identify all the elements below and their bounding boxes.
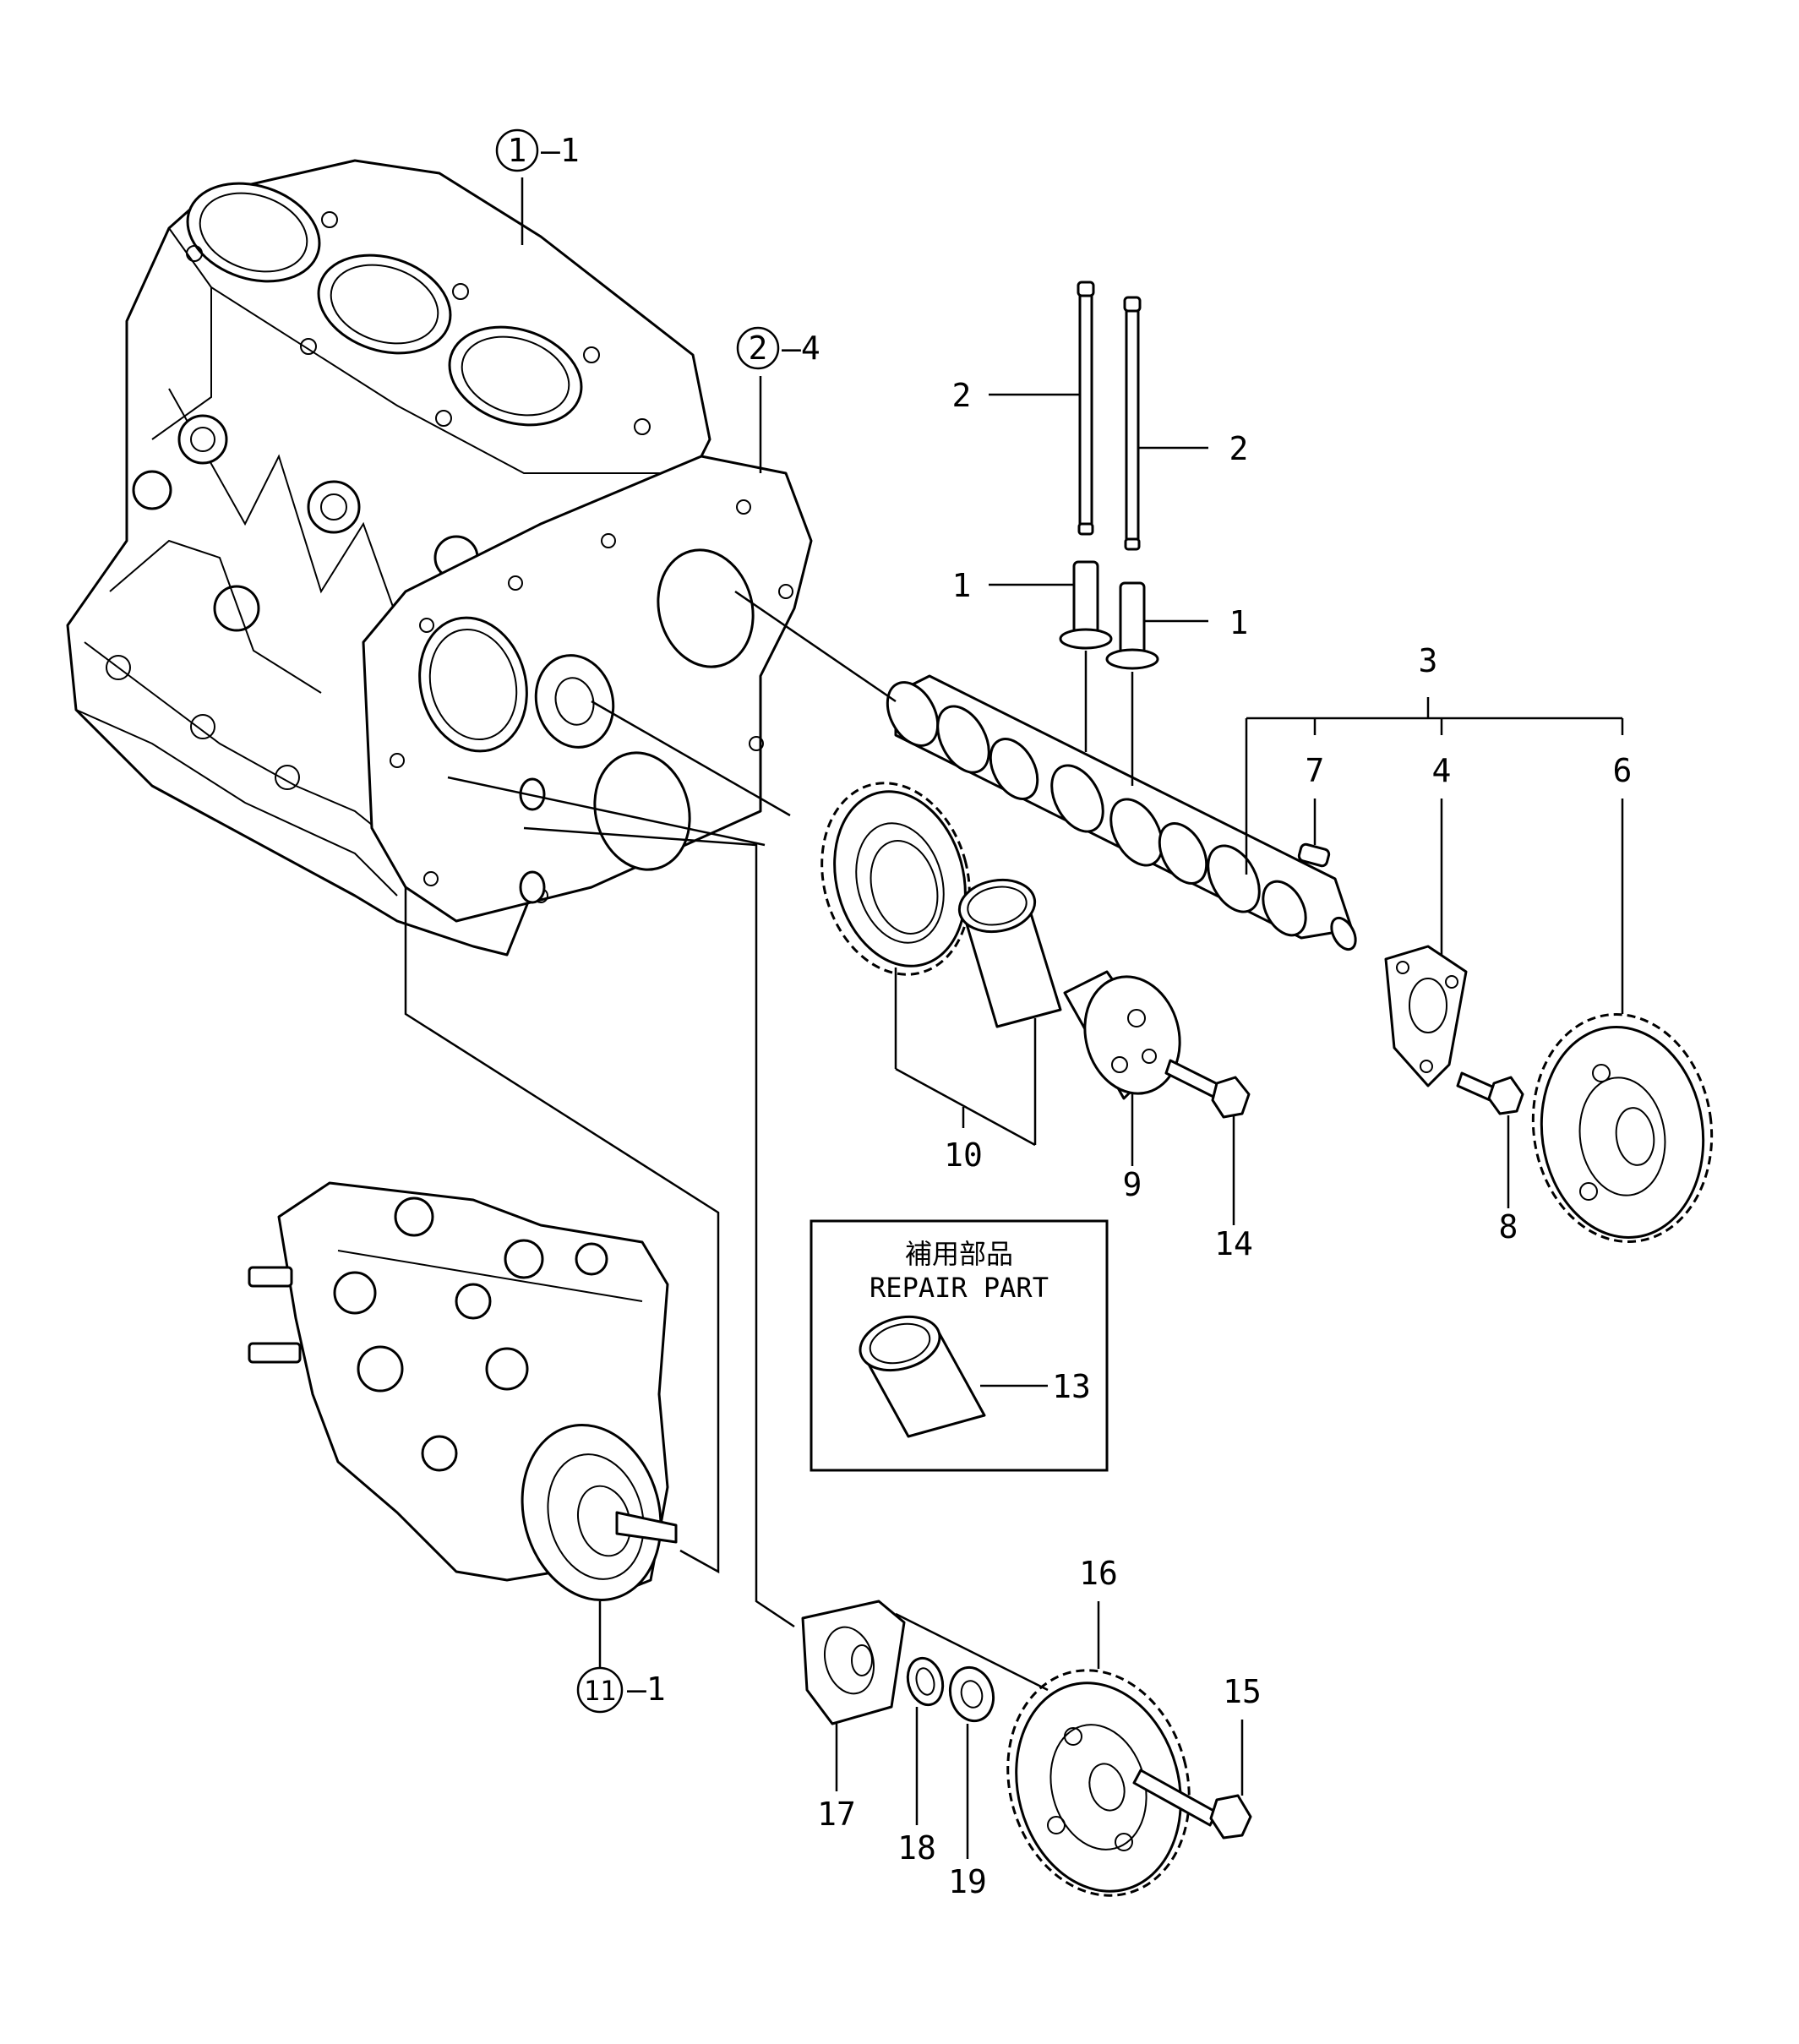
key[interactable] — [1297, 842, 1331, 868]
ref-2-number: 2 — [749, 330, 768, 367]
idle-gear-bushing[interactable] — [955, 875, 1062, 1028]
label-idle-gear-shaft: 9 — [1123, 1166, 1142, 1203]
callout-ref-11: 11 –1 — [576, 1666, 666, 1714]
tappet-left[interactable] — [1059, 560, 1113, 650]
label-bolt-15: 15 — [1223, 1673, 1262, 1710]
idle-gear-shaft[interactable] — [1063, 966, 1192, 1104]
washer[interactable] — [902, 1654, 947, 1709]
thrust-plate[interactable] — [1384, 945, 1468, 1087]
ref-2-suffix: –4 — [782, 330, 820, 367]
pump-drive-flange[interactable] — [801, 1600, 906, 1725]
label-cam-gear: 6 — [1613, 752, 1633, 789]
fuel-injection-pump[interactable] — [248, 1181, 679, 1616]
ref-1-suffix: –1 — [541, 132, 580, 169]
label-push-rod-right: 2 — [1229, 430, 1249, 467]
ref-11-suffix: –1 — [627, 1671, 666, 1708]
label-tappet-right: 1 — [1229, 604, 1249, 641]
push-rod-right[interactable] — [1123, 296, 1142, 551]
label-pump-gear: 16 — [1079, 1555, 1118, 1592]
callout-ref-2: 2 –4 — [736, 326, 820, 370]
bolt-14[interactable] — [1164, 1059, 1251, 1119]
label-key: 7 — [1306, 752, 1325, 789]
cam-gear[interactable] — [1518, 1003, 1726, 1254]
tappet-right[interactable] — [1105, 581, 1159, 670]
push-rod-left[interactable] — [1077, 281, 1095, 536]
bolt-15[interactable] — [1132, 1769, 1252, 1840]
label-bolt-14: 14 — [1214, 1225, 1253, 1262]
label-thrust-plate: 4 — [1432, 752, 1452, 789]
label-bolt-8: 8 — [1499, 1208, 1518, 1245]
label-tappet-left: 1 — [952, 567, 972, 604]
label-bushing-repair: 13 — [1052, 1368, 1091, 1405]
idle-gear[interactable] — [801, 766, 990, 991]
nut[interactable] — [945, 1663, 1000, 1726]
ref-11-number: 11 — [584, 1675, 617, 1707]
label-nut: 19 — [948, 1863, 987, 1900]
ref-1-number: 1 — [508, 132, 527, 169]
gear-case-plate[interactable] — [362, 455, 813, 923]
label-camshaft-assy: 3 — [1419, 642, 1438, 679]
label-idle-gear-assy: 10 — [944, 1136, 983, 1174]
label-push-rod-left: 2 — [952, 377, 972, 414]
callout-ref-1: 1 –1 — [495, 128, 580, 172]
leader-lines — [404, 177, 1624, 1859]
repair-part-box: 補用部品 REPAIR PART — [810, 1219, 1109, 1472]
label-pump-flange: 17 — [817, 1796, 856, 1833]
repair-title-en: REPAIR PART — [870, 1272, 1049, 1304]
pump-gear[interactable] — [984, 1649, 1214, 1916]
bolt-8[interactable] — [1456, 1071, 1524, 1115]
repair-bushing[interactable] — [854, 1309, 986, 1438]
label-washer: 18 — [897, 1829, 936, 1867]
repair-title-jp: 補用部品 — [905, 1238, 1013, 1270]
